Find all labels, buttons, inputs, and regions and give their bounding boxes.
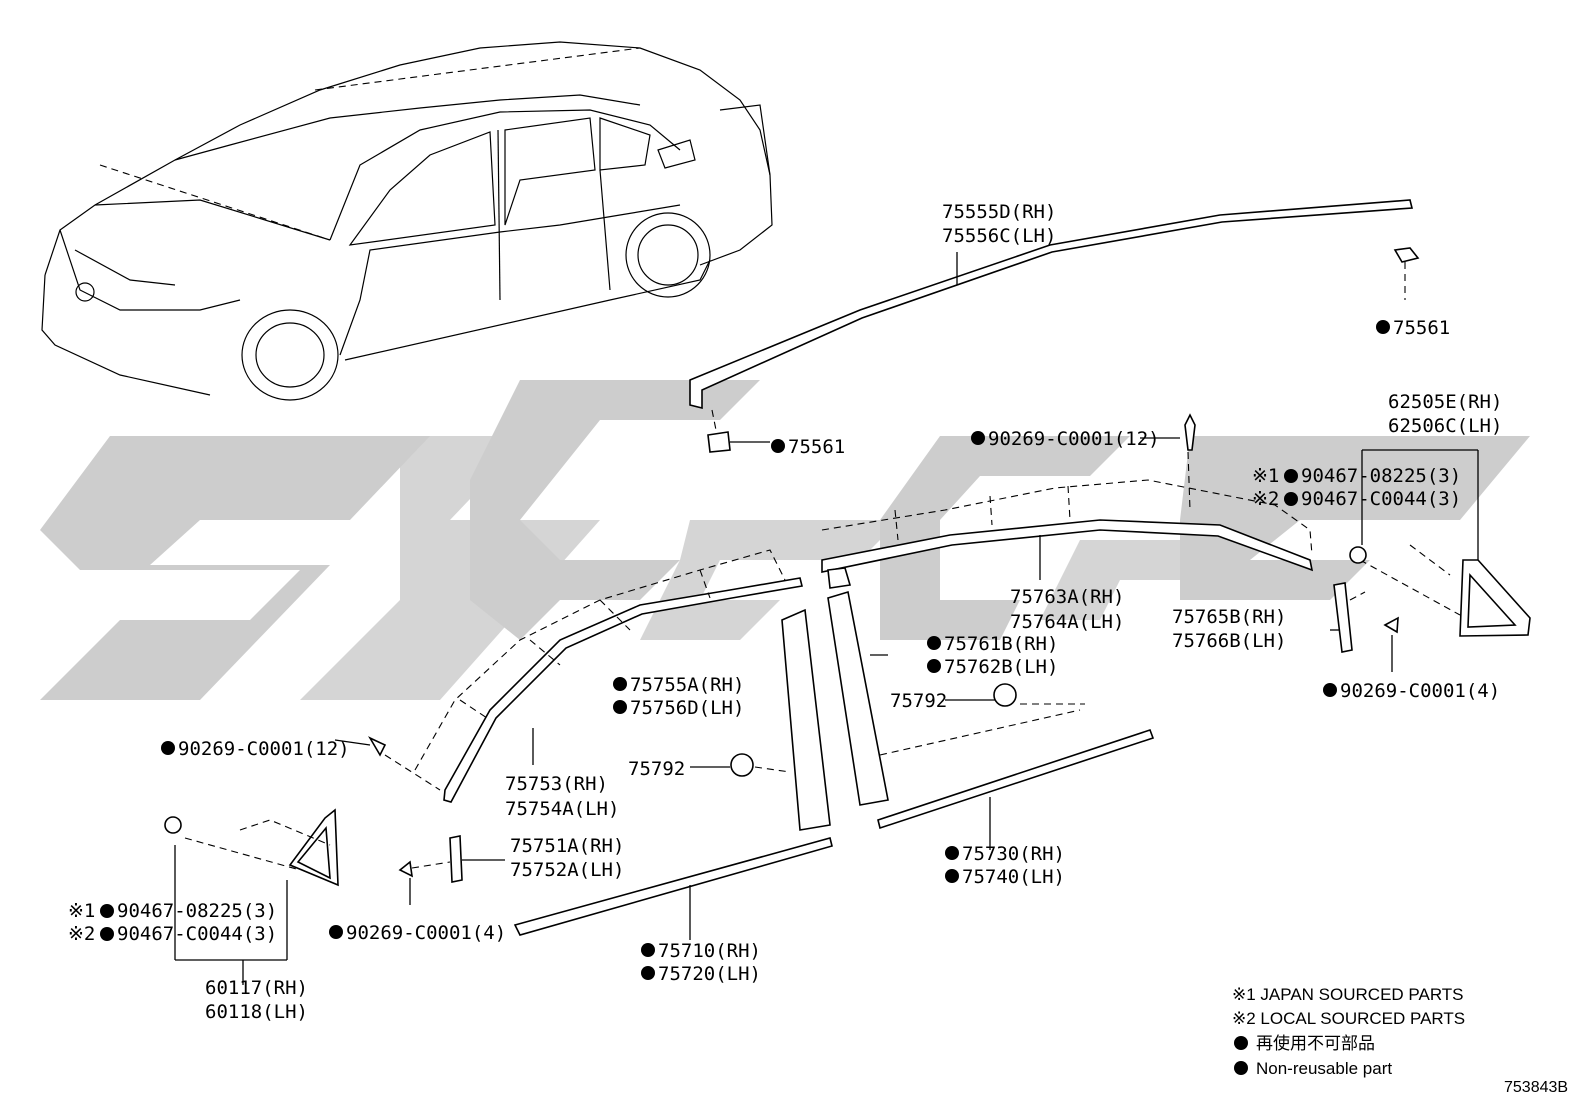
svg-text:75764A(LH): 75764A(LH) [1010,611,1124,633]
rear-upper-molding-part [821,479,1314,580]
svg-text:90467-C0044(3): 90467-C0044(3) [1301,488,1461,510]
watermark-logo [40,380,1530,700]
callout-emblem-front: 75792 [628,758,685,780]
svg-text:90269-C0001(4): 90269-C0001(4) [346,922,506,944]
svg-text:※2: ※2 [1252,488,1279,510]
car-illustration [41,41,773,401]
svg-text:再使用不可部品: 再使用不可部品 [1256,1033,1375,1053]
svg-text:90467-C0044(3): 90467-C0044(3) [117,923,277,945]
svg-text:75710(RH): 75710(RH) [658,940,761,962]
svg-text:※1: ※1 [1252,465,1279,487]
callout-clip-top-center: 90269-C0001(12) [971,428,1160,450]
callout-front-belt-molding: 75710(RH) 75720(LH) [641,940,761,985]
svg-text:62505E(RH): 62505E(RH) [1388,391,1502,413]
svg-text:90269-C0001(12): 90269-C0001(12) [178,738,350,760]
svg-text:75561: 75561 [1393,317,1450,339]
svg-text:90467-08225(3): 90467-08225(3) [1301,465,1461,487]
legend: ※1 JAPAN SOURCED PARTS ※2 LOCAL SOURCED … [1232,985,1465,1078]
callout-rear-door-pillar: 75761B(RH) 75762B(LH) [927,633,1058,678]
svg-text:75765B(RH): 75765B(RH) [1172,606,1286,628]
svg-text:60117(RH): 60117(RH) [205,977,308,999]
callout-clip-rear: 90269-C0001(4) [1323,680,1500,702]
callout-screws-rear: ※1 90467-08225(3) ※2 90467-C0044(3) [1252,465,1461,510]
svg-text:75792: 75792 [628,758,685,780]
svg-text:75555D(RH): 75555D(RH) [942,201,1056,223]
svg-text:60118(LH): 60118(LH) [205,1001,308,1023]
callout-clip-front-bottom: 90269-C0001(4) [329,922,506,944]
svg-text:75740(LH): 75740(LH) [962,866,1065,888]
callout-emblem-rear: 75792 [890,690,947,712]
svg-text:90467-08225(3): 90467-08225(3) [117,900,277,922]
diagram-code: 753843B [1504,1079,1568,1096]
callout-front-quarter-cover: 60117(RH) 60118(LH) [205,977,308,1023]
svg-text:※1 JAPAN SOURCED PARTS: ※1 JAPAN SOURCED PARTS [1232,985,1464,1004]
svg-text:62506C(LH): 62506C(LH) [1388,415,1502,437]
svg-text:75763A(RH): 75763A(RH) [1010,586,1124,608]
callout-front-upper-molding: 75753(RH) 75754A(LH) [505,773,619,820]
svg-text:75720(LH): 75720(LH) [658,963,761,985]
svg-text:75751A(RH): 75751A(RH) [510,835,624,857]
svg-text:75755A(RH): 75755A(RH) [630,674,744,696]
callout-front-lower-pillar: 75751A(RH) 75752A(LH) [510,835,624,881]
pillar-parts [449,567,1353,883]
callout-rear-pillar: 75765B(RH) 75766B(LH) [1172,606,1286,652]
svg-text:75561: 75561 [788,436,845,458]
quarter-cover-parts [288,559,1531,887]
svg-text:75730(RH): 75730(RH) [962,843,1065,865]
svg-text:75556C(LH): 75556C(LH) [942,225,1056,247]
fastener-icons [164,413,1399,878]
svg-text:75761B(RH): 75761B(RH) [944,633,1058,655]
svg-text:90269-C0001(12): 90269-C0001(12) [988,428,1160,450]
svg-text:75754A(LH): 75754A(LH) [505,798,619,820]
svg-text:75766B(LH): 75766B(LH) [1172,630,1286,652]
svg-text:Non-reusable part: Non-reusable part [1256,1059,1392,1078]
callout-rear-quarter-cover: 62505E(RH) 62506C(LH) [1388,391,1502,437]
svg-text:※2: ※2 [68,923,95,945]
roof-molding-part [689,199,1420,453]
callout-screws-front: ※1 90467-08225(3) ※2 90467-C0044(3) [68,900,277,945]
callout-clip-left: 90269-C0001(12) [161,738,350,760]
svg-text:90269-C0001(4): 90269-C0001(4) [1340,680,1500,702]
svg-text:75762B(LH): 75762B(LH) [944,656,1058,678]
svg-text:75792: 75792 [890,690,947,712]
svg-text:75753(RH): 75753(RH) [505,773,608,795]
svg-text:75752A(LH): 75752A(LH) [510,859,624,881]
belt-molding-parts [513,728,1155,936]
callout-clip-75561-a: 75561 [1376,317,1450,339]
callout-front-door-pillar: 75755A(RH) 75756D(LH) [613,674,744,719]
svg-text:※2 LOCAL SOURCED PARTS: ※2 LOCAL SOURCED PARTS [1232,1009,1465,1028]
callout-clip-75561-b: 75561 [771,436,845,458]
callout-rear-upper-molding: 75763A(RH) 75764A(LH) [1010,586,1124,633]
callout-roof-molding: 75555D(RH) 75556C(LH) [942,201,1056,247]
callout-rear-belt-molding: 75730(RH) 75740(LH) [945,843,1065,888]
front-upper-molding-part [414,549,803,803]
svg-text:※1: ※1 [68,900,95,922]
svg-text:75756D(LH): 75756D(LH) [630,697,744,719]
